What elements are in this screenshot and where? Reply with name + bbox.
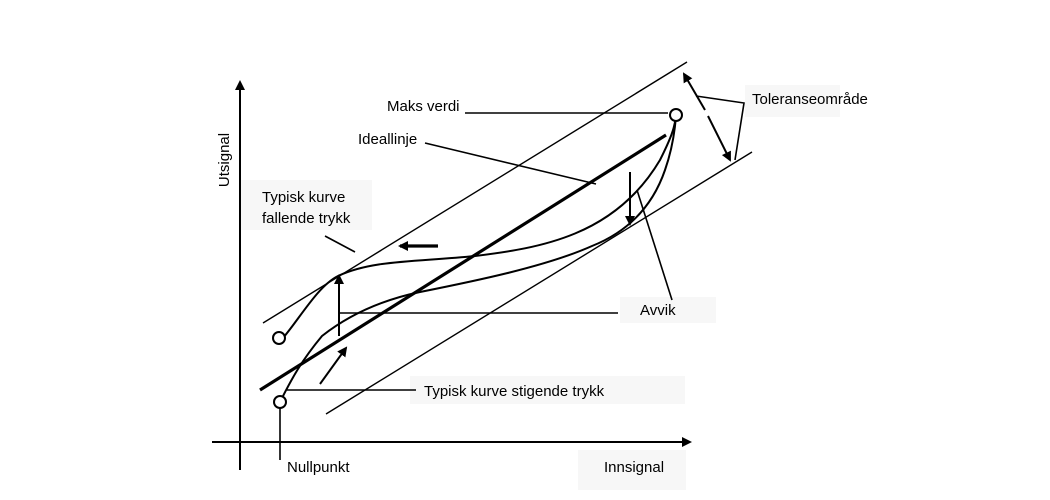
y-axis-label: Utsignal bbox=[216, 133, 233, 187]
zero-point-marker bbox=[273, 395, 287, 409]
max-value-marker bbox=[669, 108, 683, 122]
falling-pressure-curve bbox=[282, 114, 677, 339]
x-axis-label: Innsignal bbox=[604, 459, 664, 476]
falling-curve-label-line2: fallende trykk bbox=[262, 210, 351, 227]
rising-pressure-curve bbox=[279, 114, 677, 403]
deviation-label: Avvik bbox=[640, 302, 676, 319]
tolerance-lower-line bbox=[325, 151, 753, 415]
falling-curve-start-marker bbox=[272, 331, 286, 345]
leader-falling-curve bbox=[324, 235, 356, 253]
label-bg-input bbox=[578, 450, 686, 490]
leader-deviation bbox=[636, 189, 673, 301]
leader-ideal-line bbox=[424, 142, 597, 185]
zero-point-label: Nullpunkt bbox=[287, 459, 350, 476]
label-bg-tolerance bbox=[745, 85, 840, 117]
label-bg-falling bbox=[240, 180, 372, 230]
max-value-label: Maks verdi bbox=[387, 98, 460, 115]
falling-curve-label-line1: Typisk kurve bbox=[262, 189, 345, 206]
label-bg-rising bbox=[410, 376, 685, 404]
leader-tolerance bbox=[695, 95, 745, 161]
rising-direction-arrow bbox=[319, 346, 348, 385]
tolerance-label: Toleranseområde bbox=[752, 91, 868, 108]
label-bg-deviation bbox=[620, 297, 716, 323]
tolerance-arrow-top bbox=[682, 72, 706, 111]
rising-curve-label: Typisk kurve stigende trykk bbox=[424, 383, 605, 400]
ideal-line bbox=[259, 133, 667, 392]
tolerance-arrow-bottom bbox=[707, 115, 731, 162]
ideal-line-label: Ideallinje bbox=[358, 131, 417, 148]
